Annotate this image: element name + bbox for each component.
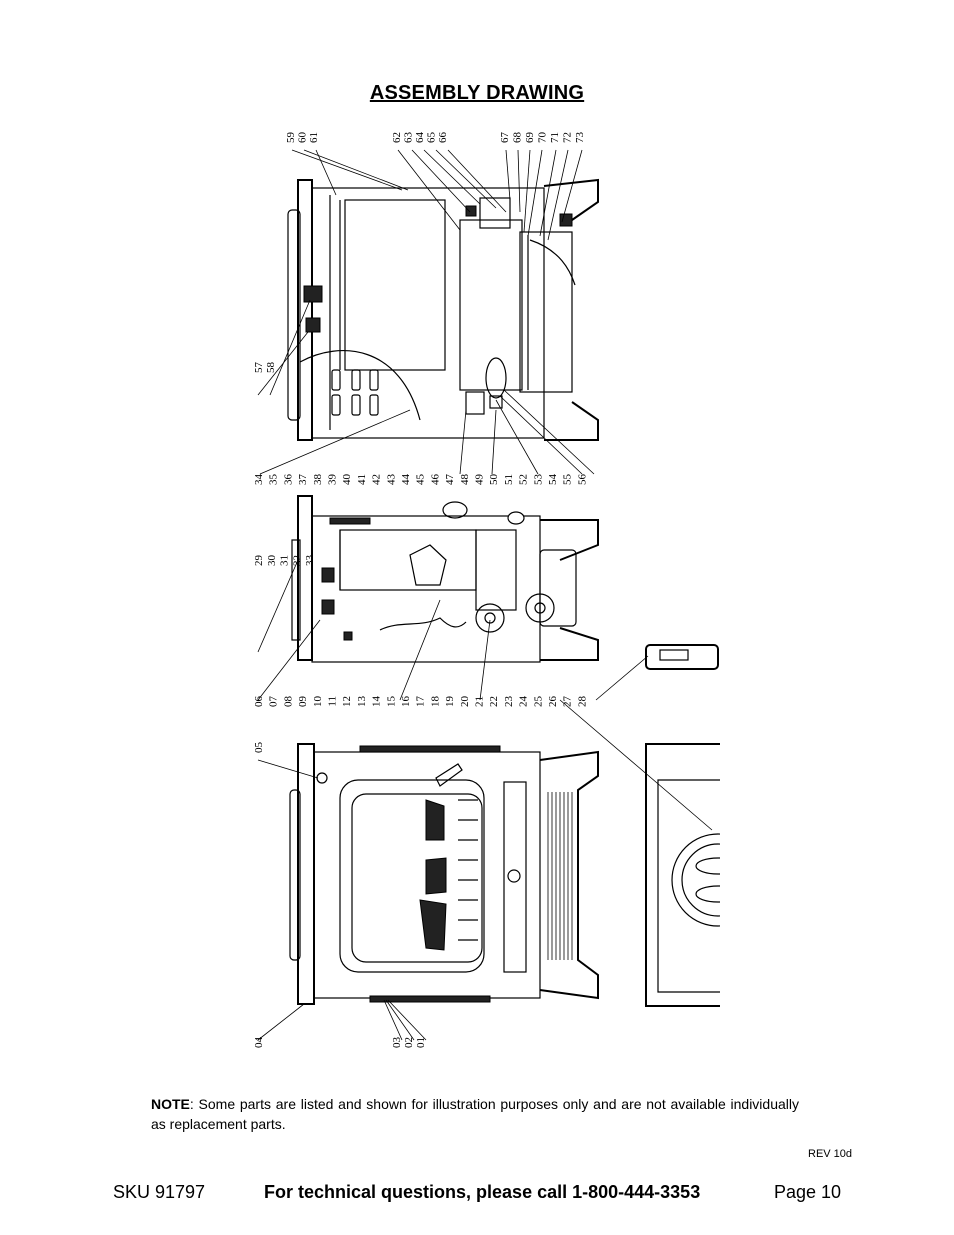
part-label-29: 29 <box>253 555 265 567</box>
part-label-21: 21 <box>474 696 486 707</box>
part-label-23: 23 <box>503 696 515 708</box>
part-label-11: 11 <box>327 696 339 707</box>
part-label-65: 65 <box>426 132 438 144</box>
page-title: ASSEMBLY DRAWING <box>369 82 585 104</box>
part-label-53: 53 <box>532 474 544 486</box>
part-label-63: 63 <box>403 132 415 144</box>
side-view-upper <box>287 178 599 441</box>
part-label-02: 02 <box>403 1037 415 1048</box>
side-view-middle <box>291 495 599 663</box>
note-text: : Some parts are listed and shown for il… <box>151 1096 799 1132</box>
part-label-72: 72 <box>562 132 574 143</box>
part-label-16: 16 <box>400 696 412 708</box>
part-label-39: 39 <box>327 474 339 486</box>
front-view <box>289 743 599 1005</box>
part-label-69: 69 <box>524 132 536 144</box>
part-label-06: 06 <box>253 696 265 708</box>
part-label-73: 73 <box>574 132 586 144</box>
part-label-55: 55 <box>562 474 574 486</box>
footer-technical-line: For technical questions, please call 1-8… <box>264 1182 701 1202</box>
part-label-27: 27 <box>562 696 574 708</box>
part-label-62: 62 <box>391 132 403 143</box>
part-label-32: 32 <box>291 555 303 566</box>
note-paragraph: NOTE: Some parts are listed and shown fo… <box>151 1094 799 1134</box>
part-label-54: 54 <box>547 474 559 486</box>
part-label-13: 13 <box>356 696 368 708</box>
part-label-70: 70 <box>537 132 549 144</box>
part-label-18: 18 <box>429 696 441 708</box>
part-label-64: 64 <box>414 132 426 144</box>
part-label-44: 44 <box>400 474 412 486</box>
part-label-12: 12 <box>341 696 353 707</box>
top-plate-view <box>645 743 720 1007</box>
part-label-48: 48 <box>459 474 471 486</box>
remote-control <box>645 644 719 670</box>
revision-label: REV 10d <box>808 1148 853 1160</box>
part-label-30: 30 <box>266 555 278 567</box>
part-label-17: 17 <box>415 696 427 708</box>
part-label-40: 40 <box>341 474 353 486</box>
part-label-68: 68 <box>512 132 524 144</box>
part-label-61: 61 <box>308 132 320 143</box>
part-label-34: 34 <box>253 474 265 486</box>
part-label-36: 36 <box>282 474 294 486</box>
part-label-07: 07 <box>268 696 280 708</box>
part-label-43: 43 <box>385 474 397 486</box>
part-label-10: 10 <box>312 696 324 708</box>
part-label-09: 09 <box>297 696 309 708</box>
part-label-71: 71 <box>549 132 561 143</box>
part-label-57: 57 <box>253 362 265 374</box>
part-label-37: 37 <box>297 474 309 486</box>
part-label-28: 28 <box>576 696 588 708</box>
part-label-51: 51 <box>503 474 515 485</box>
part-label-35: 35 <box>268 474 280 486</box>
part-label-56: 56 <box>576 474 588 486</box>
part-label-05: 05 <box>253 742 265 754</box>
part-label-42: 42 <box>371 474 383 485</box>
part-label-15: 15 <box>385 696 397 708</box>
footer-sku: SKU 91797 <box>113 1182 206 1202</box>
part-label-33: 33 <box>304 555 316 567</box>
part-label-26: 26 <box>547 696 559 708</box>
footer-page-number: Page 10 <box>774 1182 842 1202</box>
part-label-58: 58 <box>265 362 277 374</box>
part-label-45: 45 <box>415 474 427 486</box>
note-label: NOTE <box>151 1096 190 1112</box>
part-label-01: 01 <box>415 1037 427 1048</box>
part-label-66: 66 <box>437 132 449 144</box>
part-label-19: 19 <box>444 696 456 708</box>
part-label-38: 38 <box>312 474 324 486</box>
part-label-14: 14 <box>371 696 383 708</box>
part-label-50: 50 <box>488 474 500 486</box>
part-label-52: 52 <box>518 474 530 485</box>
part-label-60: 60 <box>297 132 309 144</box>
part-label-03: 03 <box>391 1037 403 1049</box>
part-label-47: 47 <box>444 474 456 486</box>
part-label-67: 67 <box>499 132 511 144</box>
part-label-46: 46 <box>429 474 441 486</box>
part-label-20: 20 <box>459 696 471 708</box>
part-label-22: 22 <box>488 696 500 707</box>
leader-lines <box>257 149 713 1041</box>
part-label-49: 49 <box>474 474 486 486</box>
part-label-08: 08 <box>282 696 294 708</box>
part-label-04: 04 <box>253 1037 265 1049</box>
part-label-24: 24 <box>518 696 530 708</box>
part-label-59: 59 <box>285 132 297 144</box>
part-label-31: 31 <box>279 555 291 566</box>
part-label-25: 25 <box>532 696 544 708</box>
part-label-41: 41 <box>356 474 368 485</box>
